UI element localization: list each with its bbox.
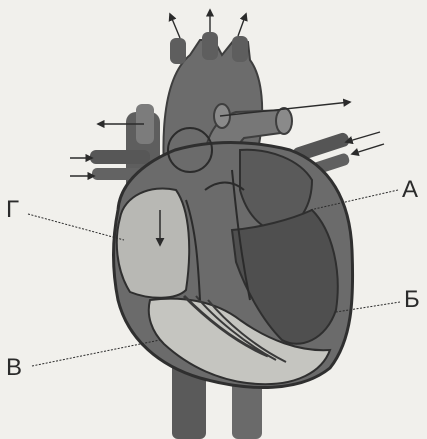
- right-atrium: [117, 188, 189, 297]
- label-a: А: [402, 178, 418, 202]
- label-b: Б: [404, 288, 420, 312]
- label-v: В: [6, 356, 22, 380]
- label-g: Г: [6, 198, 19, 222]
